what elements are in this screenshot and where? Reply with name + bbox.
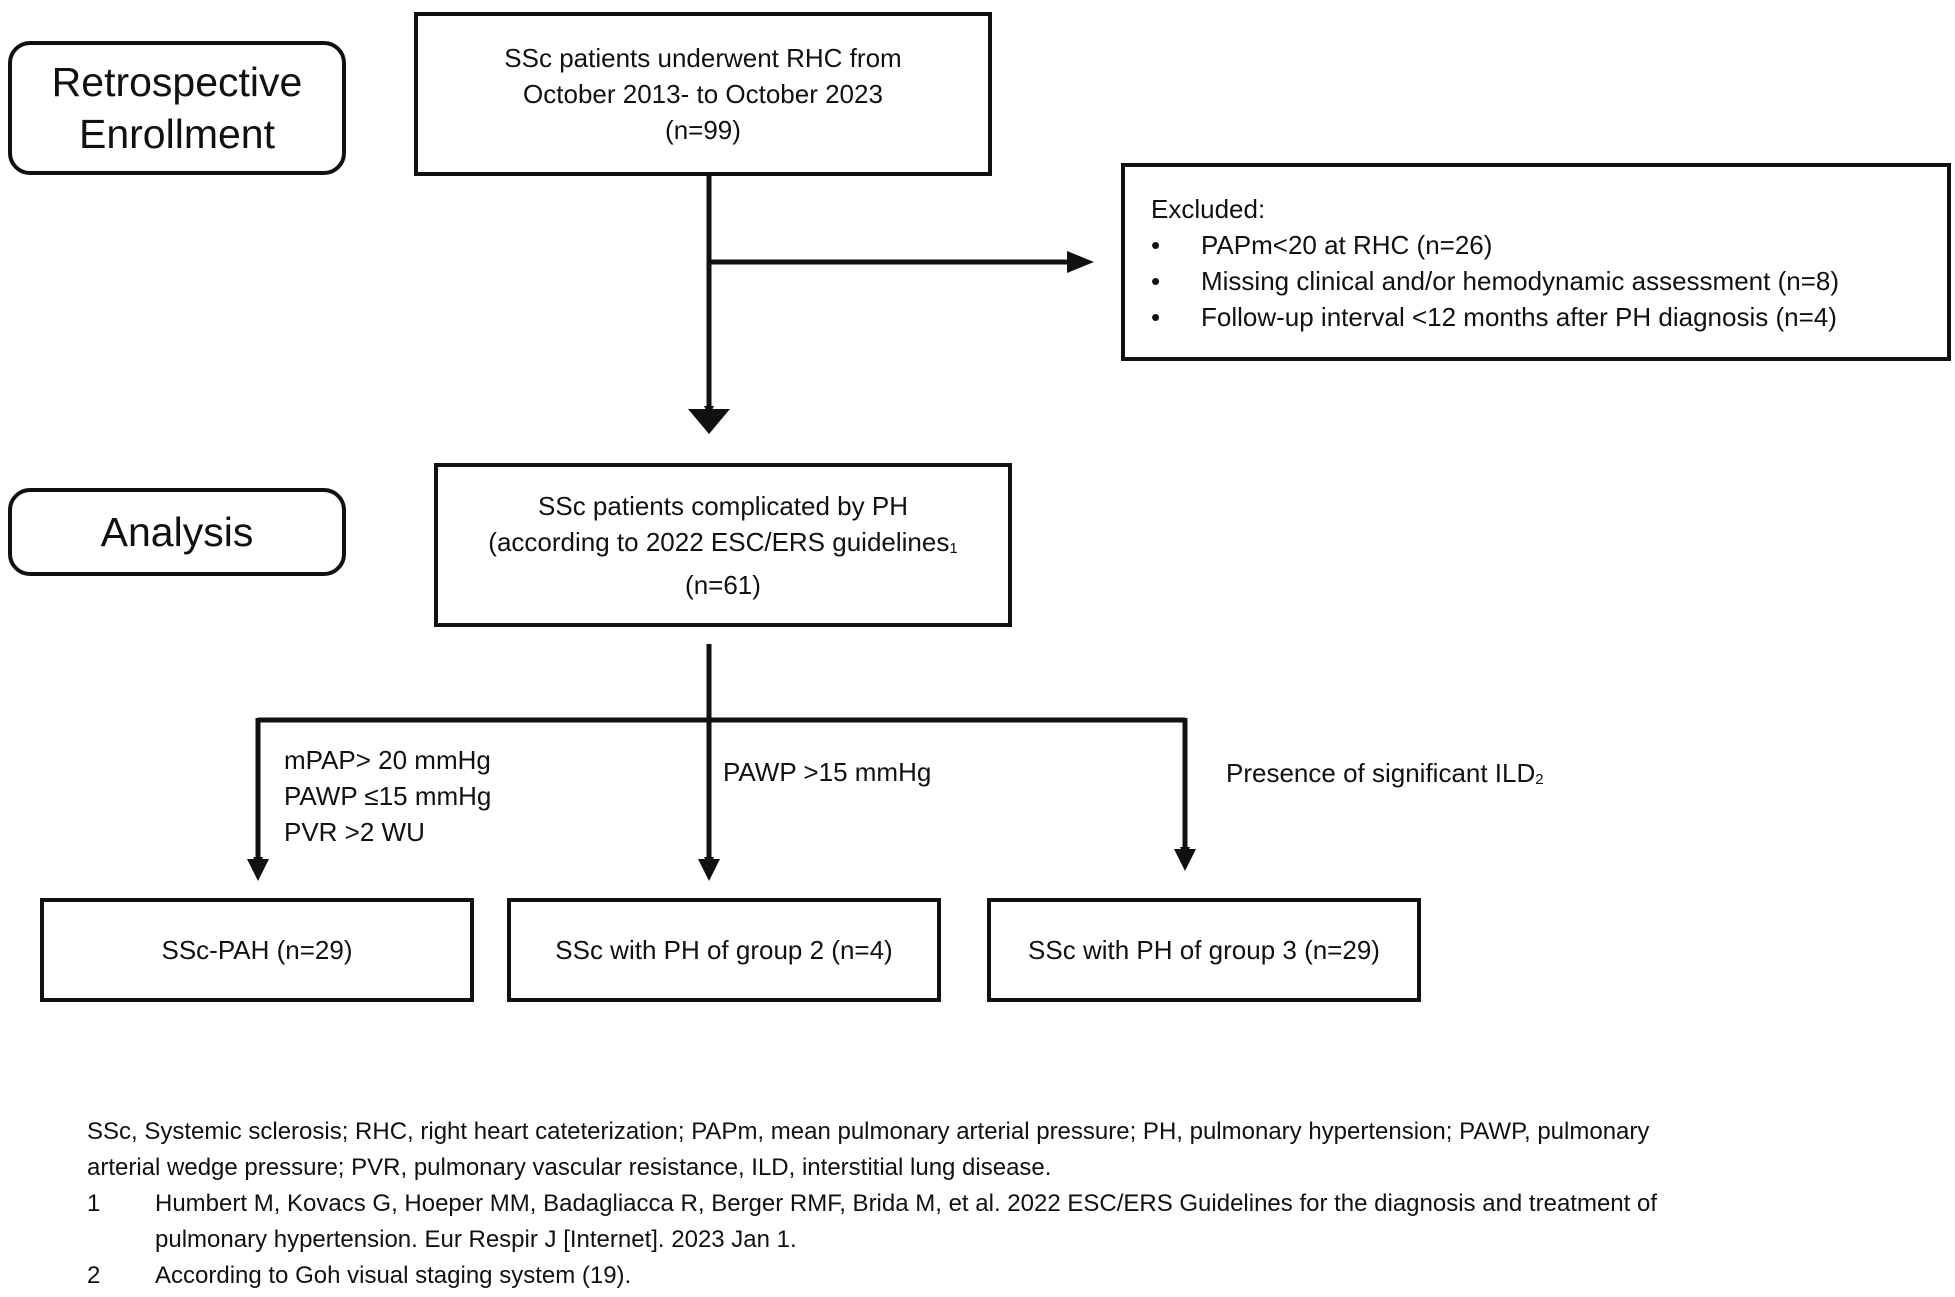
group3-ild-ref: 2 bbox=[1535, 771, 1544, 788]
enrolled-line1: SSc patients underwent RHC from bbox=[504, 43, 902, 73]
ph-line1: SSc patients complicated by PH bbox=[538, 490, 908, 521]
enrolled-patients-box: SSc patients underwent RHC from October … bbox=[414, 12, 992, 176]
group3-criteria-text: Presence of significant ILD bbox=[1226, 758, 1536, 788]
pah-criterion: PVR >2 WU bbox=[284, 817, 425, 847]
pah-criterion: mPAP> 20 mmHg bbox=[284, 745, 491, 775]
enrolled-line2: October 2013- to October 2023 bbox=[523, 79, 883, 109]
group-box-3: SSc with PH of group 3 (n=29) bbox=[987, 898, 1421, 1002]
group3-criteria: Presence of significant ILD2 bbox=[1226, 755, 1544, 798]
group-box-pah: SSc-PAH (n=29) bbox=[40, 898, 474, 1002]
reference-1-text-line2: pulmonary hypertension. Eur Respir J [In… bbox=[155, 1226, 797, 1253]
pah-criteria: mPAP> 20 mmHg PAWP ≤15 mmHg PVR >2 WU bbox=[284, 742, 491, 850]
group-label-2: SSc with PH of group 2 (n=4) bbox=[555, 935, 893, 965]
ph-line2: (according to 2022 ESC/ERS guidelines1 bbox=[488, 524, 957, 567]
reference-2-text: According to Goh visual staging system (… bbox=[155, 1262, 632, 1289]
group2-criteria: PAWP >15 mmHg bbox=[723, 757, 932, 787]
ph-line2-text: (according to 2022 ESC/ERS guidelines bbox=[488, 526, 950, 557]
ph-patients-box: SSc patients complicated by PH (accordin… bbox=[434, 463, 1012, 627]
reference-1-continued: pulmonary hypertension. Eur Respir J [In… bbox=[87, 1222, 1657, 1258]
reference-2-number: 2 bbox=[87, 1262, 101, 1289]
abbreviations-line2: arterial wedge pressure; PVR, pulmonary … bbox=[87, 1154, 1052, 1181]
reference-1-number: 1 bbox=[87, 1190, 101, 1217]
excluded-list: PAPm<20 at RHC (n=26) Missing clinical a… bbox=[1151, 227, 1947, 335]
phase-analysis-text: Analysis bbox=[100, 509, 254, 555]
pah-criterion: PAWP ≤15 mmHg bbox=[284, 781, 492, 811]
excluded-box: Excluded: PAPm<20 at RHC (n=26) Missing … bbox=[1121, 163, 1951, 361]
phase-enrollment-label: Retrospective Enrollment bbox=[8, 41, 346, 175]
reference-2: 2 According to Goh visual staging system … bbox=[87, 1258, 1657, 1294]
excluded-item: Follow-up interval <12 months after PH d… bbox=[1151, 299, 1947, 335]
ph-guideline-ref: 1 bbox=[949, 539, 958, 557]
reference-1: 1 Humbert M, Kovacs G, Hoeper MM, Badagli… bbox=[87, 1186, 1657, 1222]
group-box-2: SSc with PH of group 2 (n=4) bbox=[507, 898, 941, 1002]
group-label-3: SSc with PH of group 3 (n=29) bbox=[1028, 935, 1380, 965]
excluded-title: Excluded: bbox=[1151, 194, 1266, 224]
group-label-pah: SSc-PAH (n=29) bbox=[161, 935, 353, 965]
ph-line3: (n=61) bbox=[685, 569, 761, 600]
phase-enrollment-text: Retrospective Enrollment bbox=[51, 59, 303, 157]
excluded-item: Missing clinical and/or hemodynamic asse… bbox=[1151, 263, 1947, 299]
excluded-item: PAPm<20 at RHC (n=26) bbox=[1151, 227, 1947, 263]
phase-analysis-label: Analysis bbox=[8, 488, 346, 576]
abbreviations-line1: SSc, Systemic sclerosis; RHC, right hear… bbox=[87, 1118, 1650, 1145]
footnotes: SSc, Systemic sclerosis; RHC, right hear… bbox=[87, 1114, 1657, 1294]
enrolled-line3: (n=99) bbox=[665, 115, 741, 145]
reference-1-text-line1: Humbert M, Kovacs G, Hoeper MM, Badaglia… bbox=[155, 1190, 1657, 1217]
